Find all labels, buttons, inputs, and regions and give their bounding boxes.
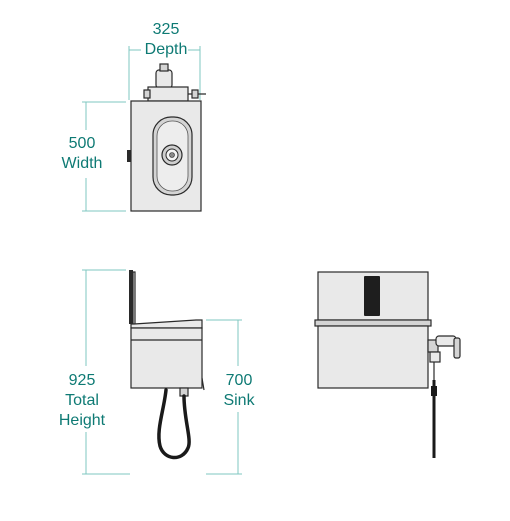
width-value: 500 [68, 135, 96, 152]
sink-height-dimension-label: 700 Sink [214, 371, 264, 411]
total-height-dimension-label: 925 Total Height [50, 371, 114, 431]
top-view-sink [127, 63, 206, 212]
depth-value: 325 [152, 21, 180, 38]
width-dimension-label: 500 Width [56, 134, 108, 174]
width-label: Width [61, 155, 103, 172]
depth-label: Depth [144, 41, 188, 58]
sink-height-label: Sink [223, 392, 255, 409]
depth-dimension-label: 325 Depth [128, 20, 204, 60]
total-height-value: 925 [68, 372, 96, 389]
width-dimension-lines [82, 101, 126, 212]
sink-height-value: 700 [225, 372, 253, 389]
total-height-dimension-lines [82, 269, 130, 475]
total-height-label-line2: Height [58, 412, 106, 429]
front-view-sink [314, 271, 461, 458]
total-height-label-line1: Total [65, 392, 99, 409]
sink-height-dimension-lines [206, 319, 242, 475]
side-view-sink [129, 270, 205, 460]
depth-dimension-lines [128, 46, 201, 100]
